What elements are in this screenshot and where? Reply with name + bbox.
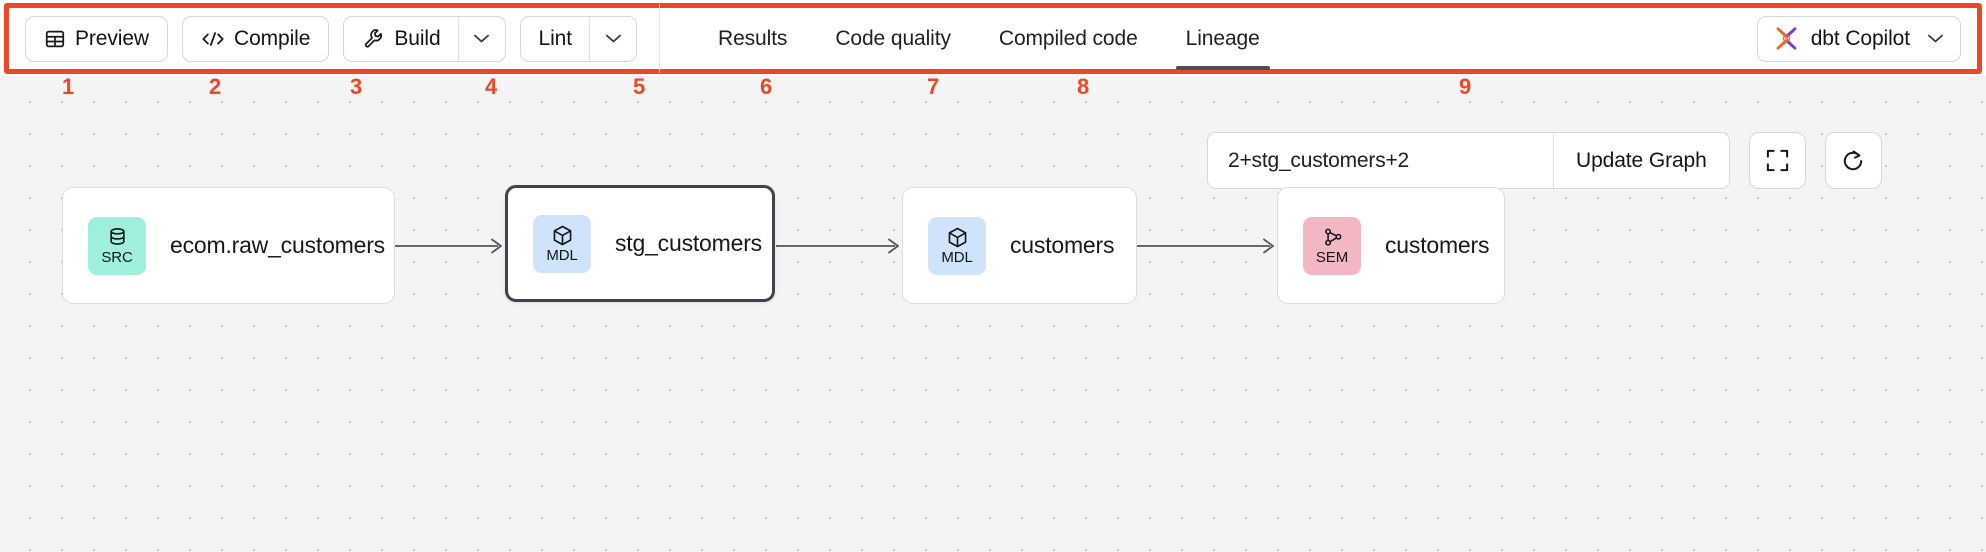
node-badge-sem: SEM (1303, 216, 1361, 275)
tab-results[interactable]: Results (694, 8, 811, 69)
fit-to-screen-icon (1765, 148, 1790, 173)
annotation-marker-5: 5 (633, 74, 646, 99)
lint-button-label: Lint (538, 26, 573, 50)
annotation-marker-3: 3 (350, 74, 363, 99)
build-dropdown-toggle[interactable] (457, 16, 505, 61)
cube-icon (551, 224, 574, 247)
lineage-node-customers-model[interactable]: MDL customers (902, 187, 1137, 304)
lineage-node-label: ecom.raw_customers (170, 232, 385, 258)
panel-tabs: Results Code quality Compiled code Linea… (694, 8, 1284, 70)
graph-controls: Update Graph (1207, 132, 1882, 189)
build-split-button[interactable]: Build (343, 15, 506, 62)
node-badge-mdl-label: MDL (941, 249, 973, 266)
node-badge-sem-label: SEM (1315, 249, 1349, 266)
annotation-marker-1: 1 (62, 74, 75, 99)
preview-button-label: Preview (75, 26, 149, 50)
copilot-container: dbt Copilot (1756, 15, 1977, 62)
table-grid-icon (44, 28, 66, 50)
lineage-node-label: customers (1385, 232, 1490, 258)
tab-lineage[interactable]: Lineage (1162, 8, 1284, 70)
dbt-copilot-label: dbt Copilot (1810, 26, 1910, 50)
node-badge-mdl: MDL (928, 216, 986, 275)
chevron-down-icon (1927, 33, 1944, 44)
dbt-copilot-icon (1773, 25, 1800, 52)
edge-raw-to-stg (394, 238, 502, 254)
annotation-marker-8: 8 (1077, 74, 1090, 99)
chevron-down-icon (605, 33, 622, 44)
chevron-down-icon (473, 33, 490, 44)
node-badge-src: SRC (88, 216, 146, 275)
lineage-canvas[interactable]: Update Graph (0, 76, 1986, 552)
update-graph-button[interactable]: Update Graph (1553, 133, 1729, 188)
preview-button[interactable]: Preview (25, 15, 168, 62)
edge-stg-to-customers (776, 238, 899, 254)
lineage-node-label: customers (1010, 232, 1115, 258)
tab-code-quality-label: Code quality (835, 26, 951, 50)
compile-button[interactable]: Compile (182, 15, 330, 62)
toolbar-highlight-frame: Preview Compile (4, 3, 1982, 74)
fit-to-screen-button[interactable] (1748, 132, 1806, 189)
lint-split-button[interactable]: Lint (519, 15, 637, 62)
edge-customers-to-semantic (1136, 238, 1274, 254)
lint-button[interactable]: Lint (521, 17, 589, 61)
annotation-marker-7: 7 (927, 74, 940, 99)
toolbar-action-buttons: Preview Compile (9, 8, 637, 69)
annotation-marker-2: 2 (209, 74, 222, 99)
build-button-label: Build (394, 26, 441, 50)
tab-results-label: Results (718, 26, 788, 50)
lint-dropdown-toggle[interactable] (589, 16, 636, 61)
tab-code-quality[interactable]: Code quality (811, 8, 975, 69)
refresh-button[interactable] (1824, 132, 1882, 189)
lineage-node-ecom-raw-customers[interactable]: SRC ecom.raw_customers (62, 187, 395, 304)
semantic-graph-icon (1321, 226, 1344, 249)
build-button[interactable]: Build (344, 17, 457, 61)
dbt-copilot-button[interactable]: dbt Copilot (1756, 15, 1961, 62)
update-graph-label: Update Graph (1576, 148, 1707, 172)
toolbar-divider (659, 4, 660, 73)
compile-button-label: Compile (234, 26, 311, 50)
lineage-node-customers-semantic[interactable]: SEM customers (1277, 187, 1505, 304)
node-badge-src-label: SRC (101, 249, 133, 266)
annotation-marker-6: 6 (760, 74, 773, 99)
tab-lineage-label: Lineage (1185, 26, 1260, 50)
annotation-marker-9: 9 (1459, 74, 1472, 99)
tab-compiled-code-label: Compiled code (998, 26, 1138, 50)
refresh-icon (1840, 148, 1866, 174)
wrench-icon (362, 27, 385, 50)
database-icon (106, 226, 129, 249)
cube-icon (946, 226, 969, 249)
lineage-node-stg-customers[interactable]: MDL stg_customers (505, 185, 775, 302)
lineage-node-label: stg_customers (615, 230, 762, 256)
toolbar: Preview Compile (9, 4, 1977, 73)
selector-box: Update Graph (1207, 132, 1730, 189)
code-brackets-icon (201, 29, 225, 49)
node-badge-mdl: MDL (533, 214, 591, 273)
annotation-marker-4: 4 (485, 74, 498, 99)
node-badge-mdl-label: MDL (546, 247, 578, 264)
dbt-selector-input[interactable] (1208, 133, 1553, 188)
tab-compiled-code[interactable]: Compiled code (975, 8, 1162, 69)
